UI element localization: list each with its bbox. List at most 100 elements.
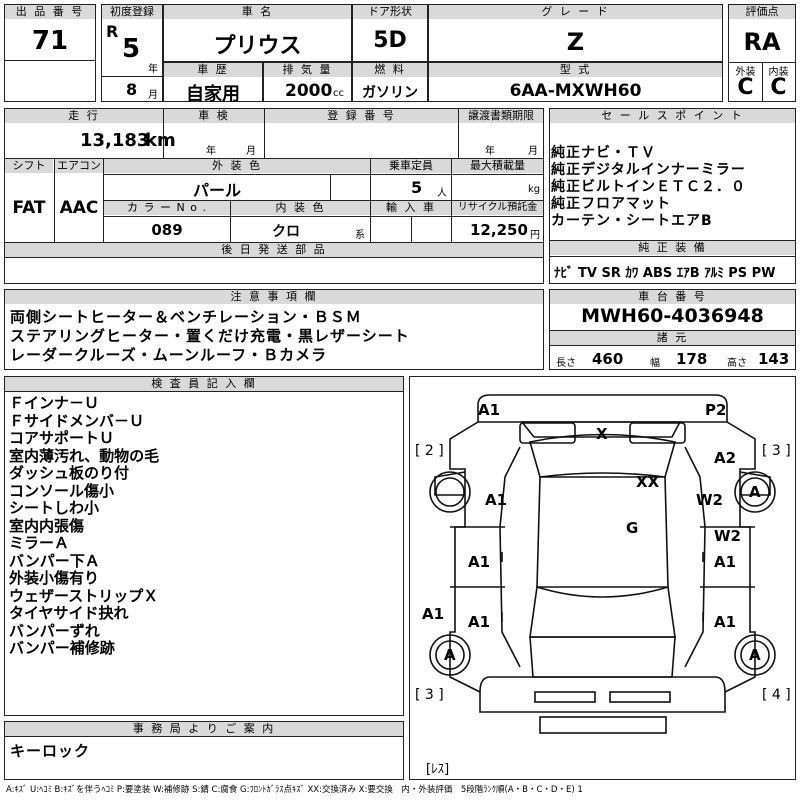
shift-value: FAT (12, 198, 46, 218)
info-block (4, 108, 544, 284)
divider (103, 200, 544, 201)
specs-label: 諸 元 (550, 331, 795, 345)
mark-w2-right-door: W2 (714, 527, 741, 545)
divider (4, 60, 96, 61)
overall-score: RA (743, 28, 781, 56)
grade-value: Z (566, 28, 585, 56)
month-unit: 月 (148, 90, 158, 101)
model-type-value: 6AA-MXWH60 (509, 81, 642, 101)
grade-label: グ レ ー ド (429, 5, 722, 19)
recycle-value: 12,250 (470, 221, 528, 239)
car-outline (429, 394, 776, 734)
legend: A:ｷｽﾞ U:ﾍｺﾐ B:ｷｽﾞを伴うﾍｺﾐ P:要塗装 W:補修跡 S:錆 … (6, 785, 583, 795)
chassis-number: MWH60-4036948 (581, 305, 764, 327)
note-line: ステアリングヒーター・置くだけ充電・黒レザーシート (10, 327, 410, 345)
inspector-note: コンソール傷小 (9, 481, 115, 500)
height-label: 高さ (727, 358, 747, 369)
length-value: 460 (592, 350, 624, 368)
transfer-year-unit: 年 (485, 146, 495, 157)
inspector-note: Ｆサイドメンバ－Ｕ (9, 411, 145, 430)
mark-x: X (596, 425, 608, 443)
car-diagram-block: [ 2 ] [ 3 ] [ 3 ] [ 4 ] [ﾚｽ] A1 P2 X A2 … (409, 376, 796, 780)
std-equipment-label: 純 正 装 備 (550, 241, 795, 255)
height-value: 143 (758, 350, 790, 368)
model-type-cell (428, 62, 723, 102)
max-load-label: 最大積載量 (452, 159, 543, 173)
divider (549, 330, 796, 331)
mark-a1-left-door: A1 (468, 553, 490, 571)
interior-score: C (770, 75, 787, 100)
inspection-label: 車 検 (164, 109, 264, 123)
divider (762, 62, 763, 102)
ext-color-label: 外 装 色 (104, 159, 370, 173)
corner-2: [ 2 ] (415, 443, 444, 459)
divider (4, 391, 404, 392)
corner-4: [ 4 ] (762, 687, 791, 703)
inspection-year-unit: 年 (206, 146, 216, 157)
inspection-month-unit: 月 (246, 146, 256, 157)
grade-cell (428, 4, 723, 62)
reg-no-label: 登 録 番 号 (265, 109, 458, 123)
int-color-value: クロ (272, 224, 300, 240)
inspector-note: バンパーずれ (9, 621, 100, 640)
lot-number-label: 出 品 番 号 (5, 5, 95, 19)
divider (549, 345, 796, 346)
inspector-note: ダッシュ板のり付 (9, 464, 130, 482)
inspector-note: タイヤサイド抉れ (9, 604, 129, 622)
divider (549, 256, 796, 257)
int-label: 内装 (768, 67, 789, 78)
corner-3-left: [ 3 ] (415, 687, 444, 703)
door-value: 5D (373, 28, 407, 53)
displacement-cell (263, 62, 352, 102)
inspector-note: 室内薄汚れ、動物の毛 (9, 446, 160, 465)
registration-year: 5 (122, 34, 141, 64)
inspector-label: 検 査 員 記 入 欄 (5, 377, 403, 391)
divider (330, 174, 331, 200)
mark-a1-left-rear-door: A1 (468, 613, 490, 631)
yen-unit: 円 (530, 230, 540, 241)
first-registration-label: 初度登録 (102, 5, 162, 19)
mark-a1-right-door: A1 (714, 553, 736, 571)
divider (549, 240, 796, 241)
inspector-notes: Ｆインナ－Ｕ Ｆサイドメンバ－Ｕ コアサポートＵ 室内薄汚れ、動物の毛 ダッシュ… (9, 394, 160, 658)
fuel-value: ガソリン (362, 85, 418, 101)
displacement-label: 排 気 量 (264, 63, 351, 77)
lot-number-cell (4, 4, 96, 102)
recycle-label: リサイクル預託金 (452, 201, 543, 215)
aircon-label: エアコン (55, 159, 103, 173)
divider (451, 158, 452, 200)
corner-3-right: [ 3 ] (762, 443, 791, 459)
corner-res: [ﾚｽ] (426, 762, 449, 777)
fuel-cell (352, 62, 428, 102)
mark-xx: XX (636, 473, 660, 491)
registration-month: 8 (126, 80, 138, 99)
sales-point: 純正ビルトインＥＴＣ２．０ (551, 179, 746, 195)
import-label: 輸 入 車 (371, 201, 451, 215)
notes-label: 注 意 事 項 欄 (5, 290, 543, 304)
inspector-note: 外装小傷有り (9, 569, 100, 587)
divider (411, 216, 412, 242)
inspector-note: バンパー下Ａ (9, 551, 100, 570)
chassis-block (549, 289, 796, 370)
divider (4, 158, 544, 159)
cc-unit: cc (333, 88, 344, 99)
divider (230, 200, 231, 242)
sales-points-label: セ ー ル ス ポ イ ン ト (550, 109, 795, 123)
inspector-note: Ｆインナ－Ｕ (9, 394, 100, 412)
notes-list: 両側シートヒーター＆ベンチレーション・ＢＳＭ ステアリングヒーター・置くだけ充電… (10, 308, 410, 365)
aircon-value: AAC (59, 198, 99, 218)
mark-p2: P2 (705, 401, 726, 419)
divider (103, 216, 544, 217)
mark-a1-front: A1 (478, 401, 500, 419)
divider (264, 108, 265, 158)
notes-block (4, 289, 544, 370)
sales-point: カーテン・シートエアB (551, 213, 713, 229)
ext-color-value: パール (192, 181, 241, 200)
mark-w2-right: W2 (696, 491, 723, 509)
sales-point: 純正デジタルインナーミラー (551, 162, 746, 178)
capacity-label: 乗車定員 (371, 159, 451, 173)
width-value: 178 (676, 350, 708, 368)
history-value: 自家用 (186, 84, 240, 105)
history-cell (163, 62, 263, 102)
exterior-score: C (737, 75, 754, 100)
